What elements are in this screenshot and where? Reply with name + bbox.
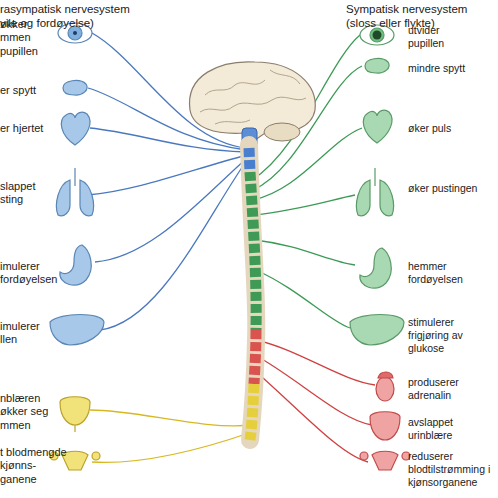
heart <box>363 110 392 143</box>
ovary <box>92 452 100 460</box>
salivary-gland <box>63 81 87 96</box>
sympathetic-organs <box>350 25 410 470</box>
lung <box>380 180 394 216</box>
effect-label: slappet sting <box>0 180 42 207</box>
nerve-line <box>256 340 375 385</box>
lung <box>57 180 71 216</box>
nerve-line <box>92 432 252 462</box>
gyrus <box>200 97 306 112</box>
liver <box>50 315 104 346</box>
parasympathetic-organs <box>50 23 104 470</box>
trachea <box>374 168 375 186</box>
effect-label: øker puls <box>408 122 496 135</box>
nerve-line <box>256 270 350 328</box>
effect-label: imulerer llen <box>0 320 52 347</box>
lung <box>357 180 371 216</box>
kidney <box>376 377 394 401</box>
stomach <box>60 245 91 285</box>
lumbar-segment <box>254 330 256 384</box>
nerve-line <box>88 155 247 195</box>
urethra <box>74 425 75 432</box>
effect-label: mindre spytt <box>408 62 496 75</box>
effect-label: t blodmengde kjønns- ganene <box>0 446 72 486</box>
sacral-nerves <box>90 410 252 462</box>
effect-label: utvider pupillen <box>408 24 466 50</box>
ovary <box>360 452 368 460</box>
lumbar-nerves <box>254 340 375 462</box>
nerve-line <box>254 370 368 462</box>
thoracic-segment <box>250 172 256 330</box>
brain-gyri <box>200 70 306 124</box>
effect-label: øker pustingen <box>408 182 496 195</box>
effect-label: imulerer fordøyelsen <box>0 260 60 287</box>
spine-outline <box>249 145 256 440</box>
nerve-line <box>95 158 247 262</box>
cerebellum <box>264 123 300 141</box>
nerve-line <box>100 160 247 330</box>
pupil <box>373 31 382 40</box>
effect-label: avslappet urinblære <box>408 416 472 442</box>
gyrus <box>205 80 265 95</box>
liver <box>350 315 404 346</box>
nerve-line <box>254 195 355 215</box>
adrenal-gland <box>378 372 393 378</box>
effect-label: produserer adrenalin <box>408 376 474 402</box>
nerve-line <box>255 355 372 425</box>
cervical-segment <box>249 148 250 172</box>
pupil <box>73 31 77 35</box>
lung <box>80 180 94 216</box>
effect-label: er hjertet <box>0 122 60 135</box>
effect-label: hemmer fordøyelsen <box>408 260 474 286</box>
iris <box>370 28 384 42</box>
stomach <box>360 248 391 288</box>
gyrus <box>270 70 300 84</box>
effect-label: økker mmen pupillen <box>0 18 48 58</box>
effect-label: nblæren økker seg mmen <box>0 392 56 432</box>
effect-label: stimulerer frigjøring av glukose <box>408 316 470 354</box>
urinary-bladder <box>60 397 90 425</box>
urinary-bladder <box>370 412 400 440</box>
trachea <box>74 168 75 186</box>
effect-label: er spytt <box>0 84 60 97</box>
effect-label: reduserer blodtilstrømming i kjønsorgane… <box>408 450 498 488</box>
sacral-segment <box>250 384 254 440</box>
heart <box>61 112 90 145</box>
gyrus <box>215 120 250 124</box>
nerve-line <box>255 240 355 265</box>
salivary-gland <box>365 59 389 74</box>
nerve-line <box>90 410 252 426</box>
uterus <box>372 451 398 470</box>
